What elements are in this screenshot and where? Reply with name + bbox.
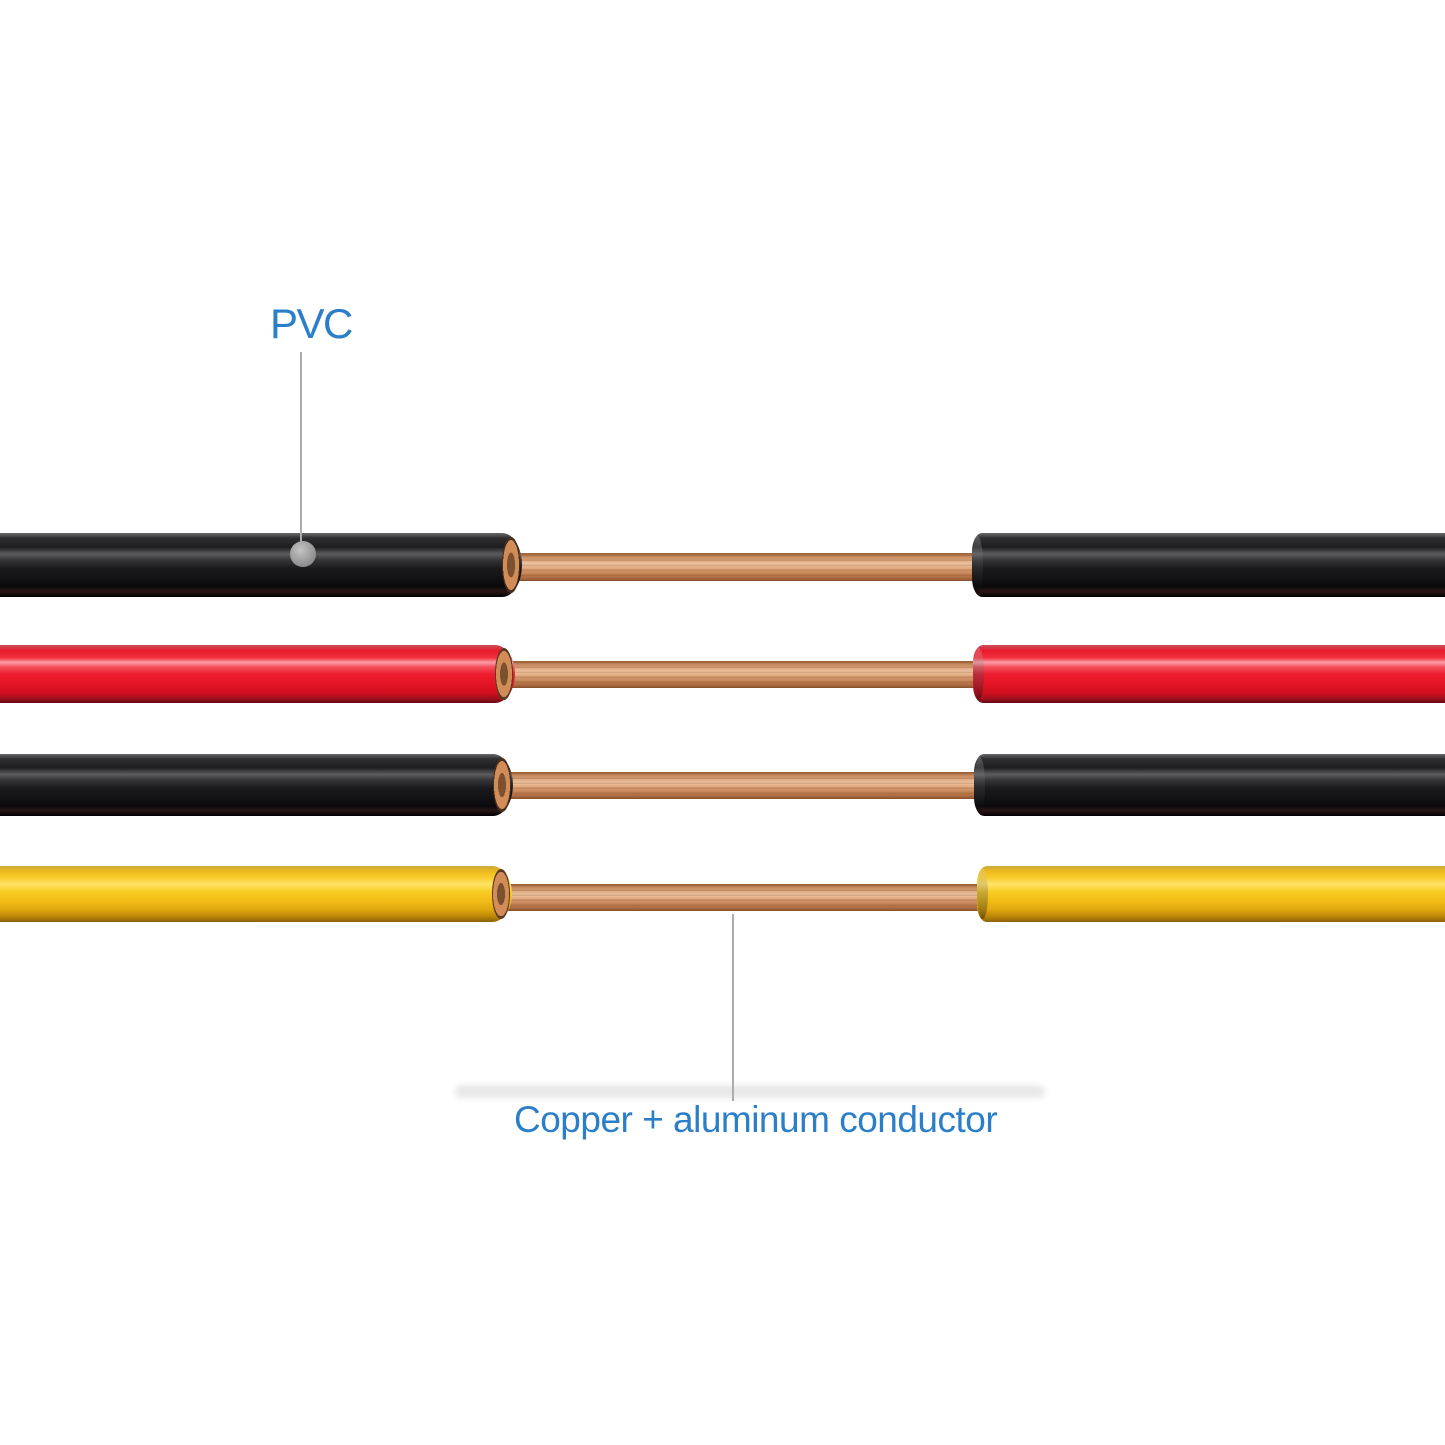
conductor-label: Copper + aluminum conductor [514,1099,998,1140]
wire1-insulation-left [0,533,522,597]
pvc-leader-line [300,352,302,544]
wire4-insulation-right [977,866,1445,922]
pvc-pointer-dot [290,541,316,567]
wire2-copper-conductor [497,661,991,688]
wire2-insulation-right [973,645,1445,703]
wire1-copper-conductor [502,553,990,581]
wire3-copper-conductor [495,772,992,799]
wire4-insulation-left [0,866,512,922]
wire2-insulation-left [0,645,515,703]
wire4-copper-conductor [494,884,995,911]
wire3-insulation-right [974,754,1445,816]
pvc-label: PVC [270,300,353,347]
wire3-insulation-left [0,754,513,816]
wire1-insulation-right [972,533,1445,597]
conductor-leader-line [732,914,734,1101]
shadow-artifact [455,1085,1045,1098]
